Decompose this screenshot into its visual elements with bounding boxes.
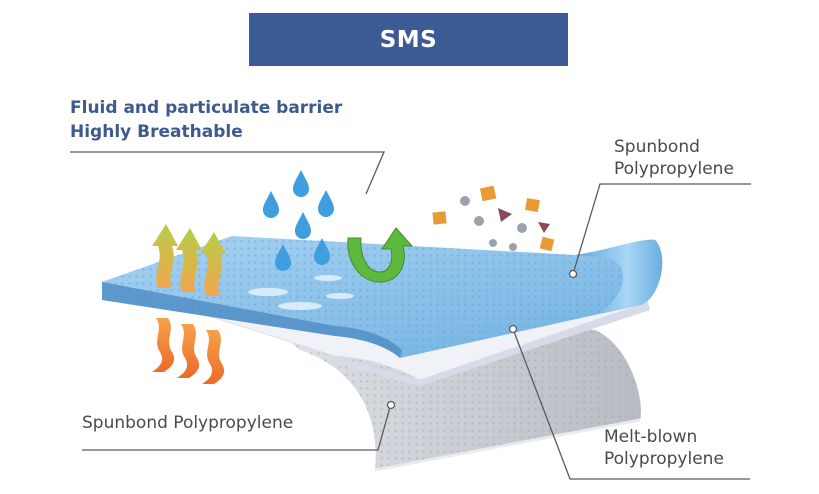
particle-icon xyxy=(432,185,555,252)
air-arrow-icon xyxy=(152,224,226,296)
headline-line-1: Fluid and particulate barrier xyxy=(70,98,343,118)
repel-arrow-icon xyxy=(347,227,414,283)
top-layer-label: Spunbond Polypropylene xyxy=(614,136,734,180)
middle-layer-callout-line xyxy=(512,328,750,480)
bottom-layer-callout-line xyxy=(82,406,391,451)
headline: Fluid and particulate barrier Highly Bre… xyxy=(70,96,342,144)
title-text: SMS xyxy=(379,26,438,53)
water-drop-icon xyxy=(263,170,334,271)
top-spunbond-layer xyxy=(102,236,663,358)
middle-layer-label-line-2: Polypropylene xyxy=(604,449,724,469)
top-layer-callout-line xyxy=(572,183,751,275)
callout-lines xyxy=(70,151,751,480)
top-layer-label-line-1: Spunbond xyxy=(614,137,700,157)
middle-layer-label-line-1: Melt-blown xyxy=(604,427,698,447)
callout-dots xyxy=(386,269,578,410)
middle-layer-label: Melt-blown Polypropylene xyxy=(604,426,724,470)
headline-line-2: Highly Breathable xyxy=(70,122,243,142)
bottom-layer-label: Spunbond Polypropylene xyxy=(82,413,294,433)
headline-callout-line xyxy=(70,151,385,195)
heat-wave-icon xyxy=(152,318,225,384)
top-layer-label-line-2: Polypropylene xyxy=(614,159,734,179)
title-banner: SMS xyxy=(249,13,568,66)
